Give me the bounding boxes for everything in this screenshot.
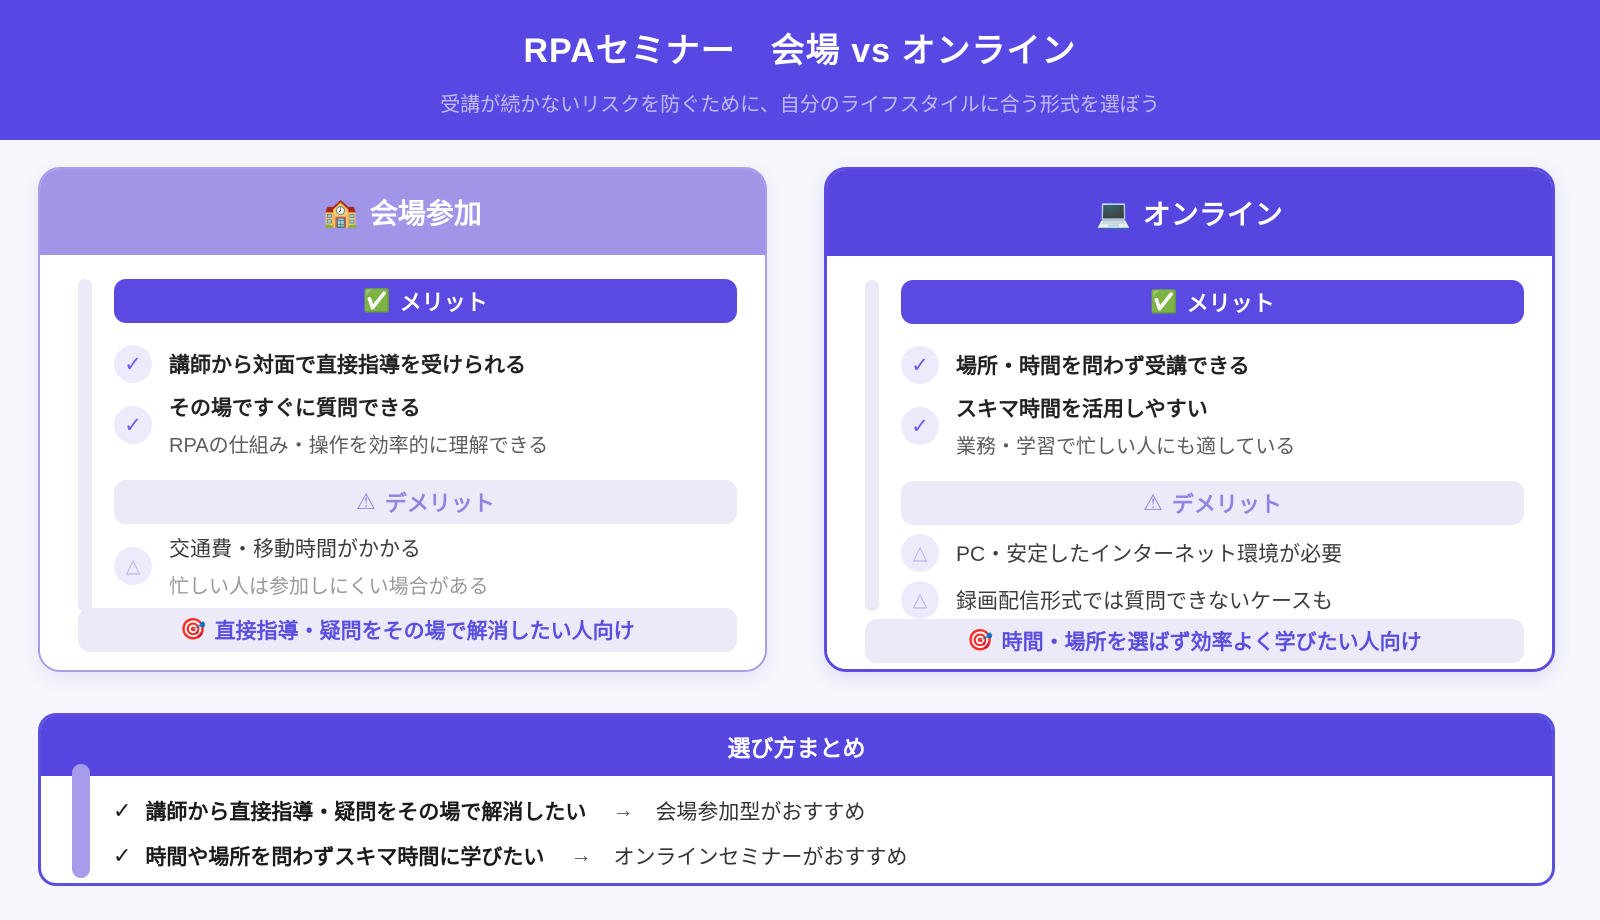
summary-condition: 時間や場所を問わずスキマ時間に学びたい <box>145 845 545 869</box>
merit-header-label: メリット <box>1186 291 1275 316</box>
summary-card: 選び方まとめ ✓ 講師から直接指導・疑問をその場で解消したい → 会場参加型がお… <box>38 713 1555 886</box>
demerit-item: △ 録画配信形式では質問できないケースも <box>901 581 1524 619</box>
merit-item: ✓ 講師から対面で直接指導を受けられる <box>114 345 737 383</box>
page-title: RPAセミナー 会場 vs オンライン <box>523 32 1077 70</box>
warning-icon: ⚠ <box>356 489 376 514</box>
online-card-title: オンライン <box>1142 199 1283 230</box>
check-emoji-icon: ✅ <box>363 288 391 313</box>
comparison-row: 🏫 会場参加 ✅ メリット ✓ 講師から対面で直接指導を受けられる ✓ <box>0 140 1600 672</box>
demerit-item-text: 録画配信形式では質問できないケースも <box>956 590 1333 613</box>
online-merit-header: ✅ メリット <box>901 280 1524 324</box>
merit-item-sub: RPAの仕組み・操作を効率的に理解できる <box>169 435 549 457</box>
summary-recommendation: 会場参加型がおすすめ <box>655 800 866 824</box>
merit-item-sub: 業務・学習で忙しい人にも適している <box>956 436 1296 458</box>
summary-row: ✓ 時間や場所を問わずスキマ時間に学びたい → オンラインセミナーがおすすめ <box>113 833 1552 878</box>
demerit-item: △ 交通費・移動時間がかかる 忙しい人は参加しにくい場合がある <box>114 533 737 599</box>
demerit-item: △ PC・安定したインターネット環境が必要 <box>901 534 1524 572</box>
target-icon: 🎯 <box>180 618 207 641</box>
triangle-circle-icon: △ <box>901 534 939 572</box>
merit-item-title: スキマ時間を活用しやすい <box>956 398 1208 421</box>
online-target-text: 時間・場所を選ばず効率よく学びたい人向け <box>1001 631 1422 654</box>
summary-condition: 講師から直接指導・疑問をその場で解消したい <box>145 800 587 824</box>
checkmark-icon: ✓ <box>113 842 132 868</box>
merit-item: ✓ その場ですぐに質問できる RPAの仕組み・操作を効率的に理解できる <box>114 392 737 458</box>
online-card-header: 💻 オンライン <box>827 170 1552 256</box>
page-subtitle: 受講が続かないリスクを防ぐために、自分のライフスタイルに合う形式を選ぼう <box>440 94 1160 116</box>
arrow-icon: → <box>570 843 592 867</box>
venue-card: 🏫 会場参加 ✅ メリット ✓ 講師から対面で直接指導を受けられる ✓ <box>38 167 767 672</box>
venue-card-body: ✅ メリット ✓ 講師から対面で直接指導を受けられる ✓ その場ですぐに質問でき… <box>40 255 765 670</box>
check-emoji-icon: ✅ <box>1150 289 1178 314</box>
merit-item-title: 講師から対面で直接指導を受けられる <box>169 354 526 377</box>
venue-target-footer: 🎯 直接指導・疑問をその場で解消したい人向け <box>78 608 737 652</box>
merit-item-title: 場所・時間を問わず受講できる <box>956 355 1250 378</box>
online-card: 💻 オンライン ✅ メリット ✓ 場所・時間を問わず受講できる ✓ <box>824 167 1555 672</box>
checkmark-icon: ✓ <box>113 797 132 823</box>
online-demerit-header: ⚠ デメリット <box>901 481 1524 525</box>
merit-item: ✓ 場所・時間を問わず受講できる <box>901 346 1524 384</box>
summary-body: ✓ 講師から直接指導・疑問をその場で解消したい → 会場参加型がおすすめ ✓ 時… <box>41 764 1552 883</box>
demerit-item-text: PC・安定したインターネット環境が必要 <box>956 543 1343 566</box>
check-circle-icon: ✓ <box>901 407 939 445</box>
venue-card-header: 🏫 会場参加 <box>40 169 765 255</box>
demerit-header-label: デメリット <box>1171 492 1282 517</box>
summary-recommendation: オンラインセミナーがおすすめ <box>613 845 908 869</box>
school-icon: 🏫 <box>323 196 358 228</box>
accent-bar <box>865 280 879 611</box>
venue-target-text: 直接指導・疑問をその場で解消したい人向け <box>214 620 635 643</box>
demerit-item-text: 交通費・移動時間がかかる <box>169 538 421 561</box>
accent-bar <box>78 279 92 612</box>
target-icon: 🎯 <box>967 629 994 652</box>
warning-icon: ⚠ <box>1143 490 1163 515</box>
venue-demerit-header: ⚠ デメリット <box>114 480 737 524</box>
merit-item-title: その場ですぐに質問できる <box>169 397 421 420</box>
triangle-circle-icon: △ <box>901 581 939 619</box>
laptop-icon: 💻 <box>1096 197 1131 229</box>
merit-header-label: メリット <box>399 290 488 315</box>
online-panel: ✅ メリット ✓ 場所・時間を問わず受講できる ✓ スキマ時間を活用しやすい 業… <box>865 280 1524 663</box>
merit-item: ✓ スキマ時間を活用しやすい 業務・学習で忙しい人にも適している <box>901 393 1524 459</box>
banner: RPAセミナー 会場 vs オンライン 受講が続かないリスクを防ぐために、自分の… <box>0 0 1600 140</box>
check-circle-icon: ✓ <box>901 346 939 384</box>
demerit-item-sub: 忙しい人は参加しにくい場合がある <box>169 576 489 598</box>
arrow-icon: → <box>612 798 634 822</box>
summary-row: ✓ 講師から直接指導・疑問をその場で解消したい → 会場参加型がおすすめ <box>113 788 1552 833</box>
summary-accent-pill <box>72 764 90 878</box>
summary-header: 選び方まとめ <box>41 716 1552 776</box>
summary-title: 選び方まとめ <box>727 735 866 761</box>
online-target-footer: 🎯 時間・場所を選ばず効率よく学びたい人向け <box>865 619 1524 663</box>
venue-panel: ✅ メリット ✓ 講師から対面で直接指導を受けられる ✓ その場ですぐに質問でき… <box>78 279 737 652</box>
check-circle-icon: ✓ <box>114 406 152 444</box>
venue-merit-header: ✅ メリット <box>114 279 737 323</box>
triangle-circle-icon: △ <box>114 547 152 585</box>
check-circle-icon: ✓ <box>114 345 152 383</box>
demerit-header-label: デメリット <box>384 491 495 516</box>
online-card-body: ✅ メリット ✓ 場所・時間を問わず受講できる ✓ スキマ時間を活用しやすい 業… <box>827 256 1552 669</box>
venue-card-title: 会場参加 <box>369 198 482 229</box>
